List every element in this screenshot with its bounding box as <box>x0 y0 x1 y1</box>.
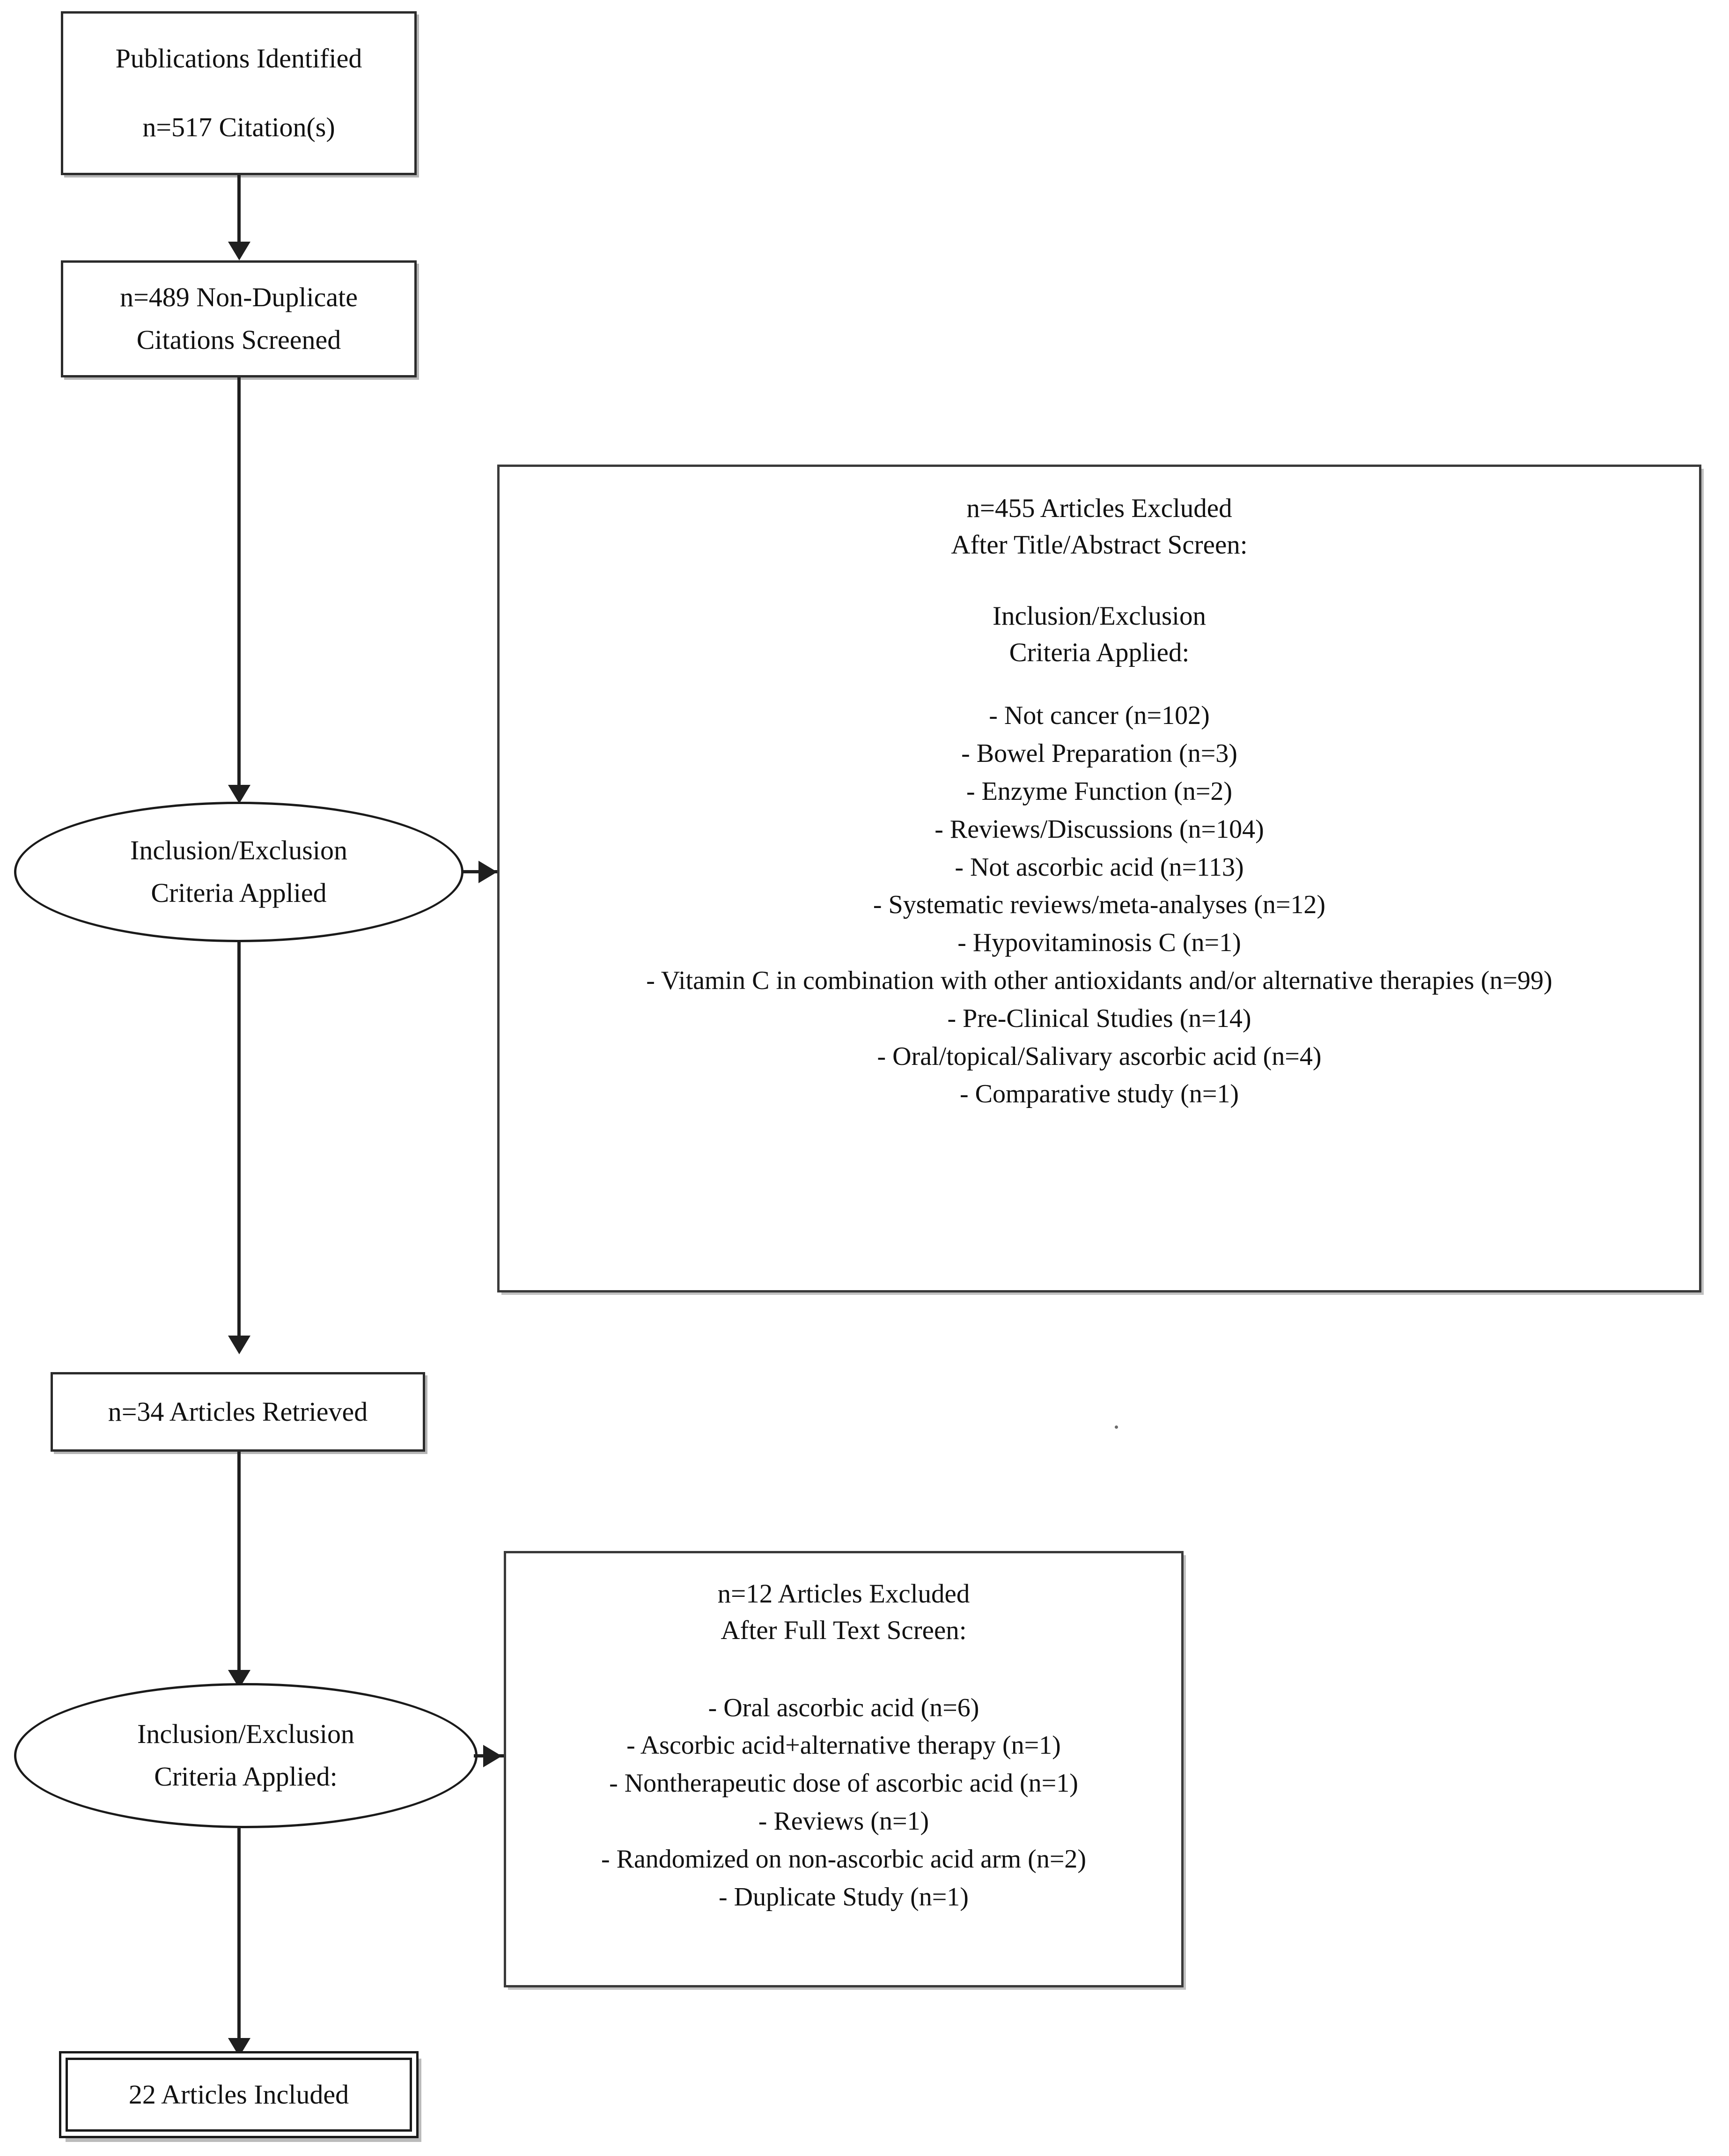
arrow-screened-to-criteria1 <box>228 785 250 804</box>
excluded-ta-header-line1: n=455 Articles Excluded <box>966 494 1232 523</box>
publications-identified-line2: n=517 Citation(s) <box>142 112 335 142</box>
list-item: - Bowel Preparation (n=3) <box>961 739 1237 768</box>
node-articles-retrieved: n=34 Articles Retrieved <box>51 1372 425 1452</box>
criteria1-line2: Criteria Applied <box>151 878 327 908</box>
list-item: - Pre-Clinical Studies (n=14) <box>947 1004 1251 1033</box>
node-articles-included: 22 Articles Included <box>66 2058 412 2132</box>
connector-identified-to-screened <box>237 175 241 256</box>
excluded-ta-header-line2: After Title/Abstract Screen: <box>951 530 1248 560</box>
criteria2-line2: Criteria Applied: <box>154 1761 338 1792</box>
excluded-title-abstract-header: n=455 Articles Excluded After Title/Abst… <box>500 490 1699 671</box>
connector-screened-to-criteria1 <box>237 377 241 799</box>
node-publications-identified: Publications Identified n=517 Citation(s… <box>61 11 417 175</box>
list-item: - Not ascorbic acid (n=113) <box>955 852 1244 882</box>
excluded-full-text-list: - Oral ascorbic acid (n=6) - Ascorbic ac… <box>506 1689 1181 1916</box>
connector-retrieved-to-criteria2 <box>237 1452 241 1686</box>
arrow-criteria1-to-exclusion-box <box>478 861 497 883</box>
arrow-criteria1-to-retrieved <box>228 1336 250 1354</box>
list-item: - Ascorbic acid+alternative therapy (n=1… <box>626 1731 1061 1760</box>
connector-criteria1-to-retrieved <box>237 942 241 1350</box>
citations-screened-line1: n=489 Non-Duplicate <box>120 282 358 313</box>
articles-included-line1: 22 Articles Included <box>128 2079 349 2110</box>
excluded-ta-header-line4: Criteria Applied: <box>1009 637 1190 667</box>
connector-criteria2-to-included <box>237 1828 241 2053</box>
publications-identified-line1: Publications Identified <box>115 43 362 74</box>
arrow-criteria2-to-included <box>228 2038 250 2057</box>
list-item: - Oral ascorbic acid (n=6) <box>708 1693 979 1722</box>
node-citations-screened: n=489 Non-Duplicate Citations Screened <box>61 260 417 377</box>
panel-excluded-title-abstract: n=455 Articles Excluded After Title/Abst… <box>497 465 1701 1292</box>
citations-screened-line2: Citations Screened <box>136 325 341 355</box>
excluded-title-abstract-list: - Not cancer (n=102) - Bowel Preparation… <box>500 697 1699 1113</box>
list-item: - Nontherapeutic dose of ascorbic acid (… <box>609 1769 1078 1798</box>
excluded-ta-header-line3: Inclusion/Exclusion <box>993 601 1206 631</box>
criteria2-line1: Inclusion/Exclusion <box>137 1719 354 1750</box>
list-item: - Hypovitaminosis C (n=1) <box>957 928 1241 958</box>
stray-dot <box>1115 1425 1118 1429</box>
criteria1-line1: Inclusion/Exclusion <box>130 835 347 866</box>
list-item: - Randomized on non-ascorbic acid arm (n… <box>601 1844 1087 1874</box>
node-criteria-applied-2: Inclusion/Exclusion Criteria Applied: <box>14 1683 478 1828</box>
arrow-criteria2-to-fulltext-box <box>483 1745 502 1767</box>
list-item: - Oral/topical/Salivary ascorbic acid (n… <box>877 1041 1322 1071</box>
excluded-full-text-header: n=12 Articles Excluded After Full Text S… <box>506 1576 1181 1649</box>
list-item: - Not cancer (n=102) <box>989 701 1210 731</box>
list-item: - Reviews/Discussions (n=104) <box>934 814 1264 844</box>
list-item: - Vitamin C in combination with other an… <box>646 966 1552 995</box>
excluded-ft-header-line1: n=12 Articles Excluded <box>717 1579 970 1609</box>
list-item: - Duplicate Study (n=1) <box>719 1882 969 1912</box>
list-item: - Reviews (n=1) <box>758 1807 929 1836</box>
articles-retrieved-line1: n=34 Articles Retrieved <box>108 1396 368 1427</box>
list-item: - Systematic reviews/meta-analyses (n=12… <box>873 890 1326 920</box>
panel-excluded-full-text: n=12 Articles Excluded After Full Text S… <box>504 1551 1184 1987</box>
arrow-identified-to-screened <box>228 242 250 260</box>
list-item: - Enzyme Function (n=2) <box>966 776 1233 806</box>
node-criteria-applied-1: Inclusion/Exclusion Criteria Applied <box>14 802 464 942</box>
list-item: - Comparative study (n=1) <box>959 1079 1239 1109</box>
excluded-ft-header-line2: After Full Text Screen: <box>721 1615 967 1645</box>
